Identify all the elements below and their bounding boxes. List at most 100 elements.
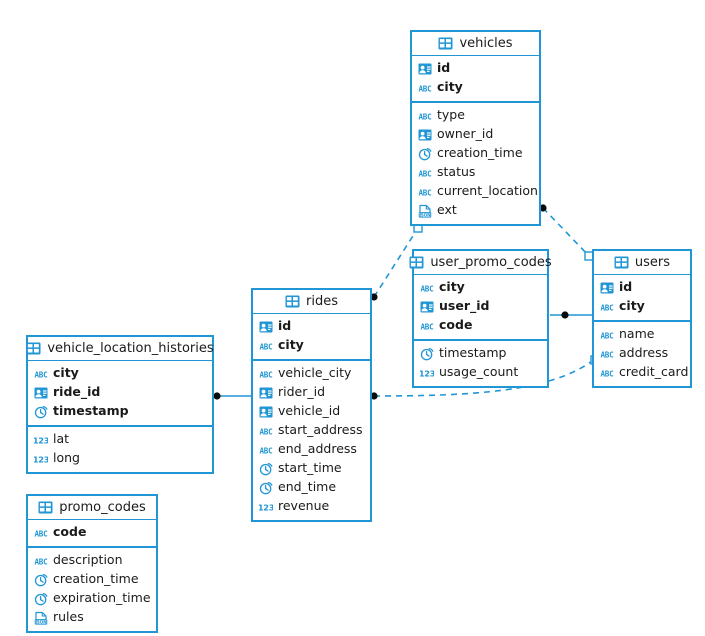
svg-text:JSON: JSON <box>419 212 432 217</box>
column-row-rides-rider_id[interactable]: rider_id <box>253 383 370 402</box>
string-column-icon: ABC <box>600 366 614 380</box>
string-column-icon: ABC <box>259 424 273 438</box>
column-label: revenue <box>278 498 330 514</box>
table-name-label: vehicles <box>459 36 513 51</box>
svg-text:ABC: ABC <box>34 557 48 566</box>
column-row-vehicles-creation_time[interactable]: creation_time <box>412 144 539 163</box>
column-row-vehicles-current_location[interactable]: ABC current_location <box>412 182 539 201</box>
relationship-vehicle_location_histories-to-rides[interactable] <box>213 392 251 400</box>
column-row-users-name[interactable]: ABC name <box>594 325 690 344</box>
column-label: status <box>437 164 476 180</box>
column-row-user_promo_codes-user_id[interactable]: user_id <box>414 297 547 316</box>
column-label: owner_id <box>437 126 494 142</box>
svg-text:ABC: ABC <box>418 188 432 197</box>
table-header-users[interactable]: users <box>594 251 690 275</box>
column-row-vehicles-owner_id[interactable]: owner_id <box>412 125 539 144</box>
id-column-icon <box>34 386 48 400</box>
column-label: city <box>278 337 304 353</box>
column-row-promo_codes-rules[interactable]: JSON rules <box>28 608 156 627</box>
table-header-vehicles[interactable]: vehicles <box>412 32 539 56</box>
column-row-user_promo_codes-timestamp[interactable]: timestamp <box>414 344 547 363</box>
id-column-icon <box>259 405 273 419</box>
column-row-rides-start_address[interactable]: ABC start_address <box>253 421 370 440</box>
column-label: name <box>619 326 655 342</box>
column-label: city <box>619 298 645 314</box>
table-header-vehicle_location_histories[interactable]: vehicle_location_histories <box>26 337 214 361</box>
column-label: id <box>437 60 451 76</box>
svg-text:JSON: JSON <box>35 619 48 624</box>
column-row-users-id[interactable]: id <box>594 278 690 297</box>
column-label: id <box>278 318 292 334</box>
number-column-icon: 123 <box>420 366 434 380</box>
timestamp-column-icon <box>34 592 48 606</box>
column-row-promo_codes-expiration_time[interactable]: expiration_time <box>28 589 156 608</box>
svg-text:123: 123 <box>34 435 48 445</box>
column-row-vehicle_location_histories-ride_id[interactable]: ride_id <box>28 383 212 402</box>
column-label: ride_id <box>53 384 101 400</box>
column-row-users-city[interactable]: ABC city <box>594 297 690 316</box>
column-row-rides-id[interactable]: id <box>253 317 370 336</box>
id-column-icon <box>259 320 273 334</box>
svg-text:ABC: ABC <box>600 303 614 312</box>
column-row-rides-city[interactable]: ABC city <box>253 336 370 355</box>
json-column-icon: JSON <box>34 611 48 625</box>
number-column-icon: 123 <box>34 433 48 447</box>
column-label: rules <box>53 609 84 625</box>
table-name-label: rides <box>306 294 338 309</box>
svg-text:ABC: ABC <box>600 331 614 340</box>
column-label: vehicle_city <box>278 365 352 381</box>
table-header-user_promo_codes[interactable]: user_promo_codes <box>409 251 552 275</box>
column-label: current_location <box>437 183 538 199</box>
table-name-label: promo_codes <box>59 500 146 515</box>
string-column-icon: ABC <box>418 109 432 123</box>
column-label: start_address <box>278 422 363 438</box>
column-row-rides-vehicle_id[interactable]: vehicle_id <box>253 402 370 421</box>
column-label: creation_time <box>53 571 139 587</box>
svg-text:ABC: ABC <box>259 427 273 436</box>
column-label: code <box>53 524 87 540</box>
string-column-icon: ABC <box>418 81 432 95</box>
svg-text:ABC: ABC <box>600 350 614 359</box>
column-row-vehicles-id[interactable]: id <box>412 59 539 78</box>
column-row-rides-start_time[interactable]: start_time <box>253 459 370 478</box>
table-header-promo_codes[interactable]: promo_codes <box>28 496 156 520</box>
column-row-rides-end_time[interactable]: end_time <box>253 478 370 497</box>
column-row-promo_codes-creation_time[interactable]: creation_time <box>28 570 156 589</box>
string-column-icon: ABC <box>259 339 273 353</box>
relationship-users-to-user_promo_codes[interactable] <box>550 311 592 319</box>
string-column-icon: ABC <box>600 347 614 361</box>
table-header-rides[interactable]: rides <box>253 290 370 314</box>
relationship-line <box>542 207 590 257</box>
column-row-vehicle_location_histories-timestamp[interactable]: timestamp <box>28 402 212 421</box>
